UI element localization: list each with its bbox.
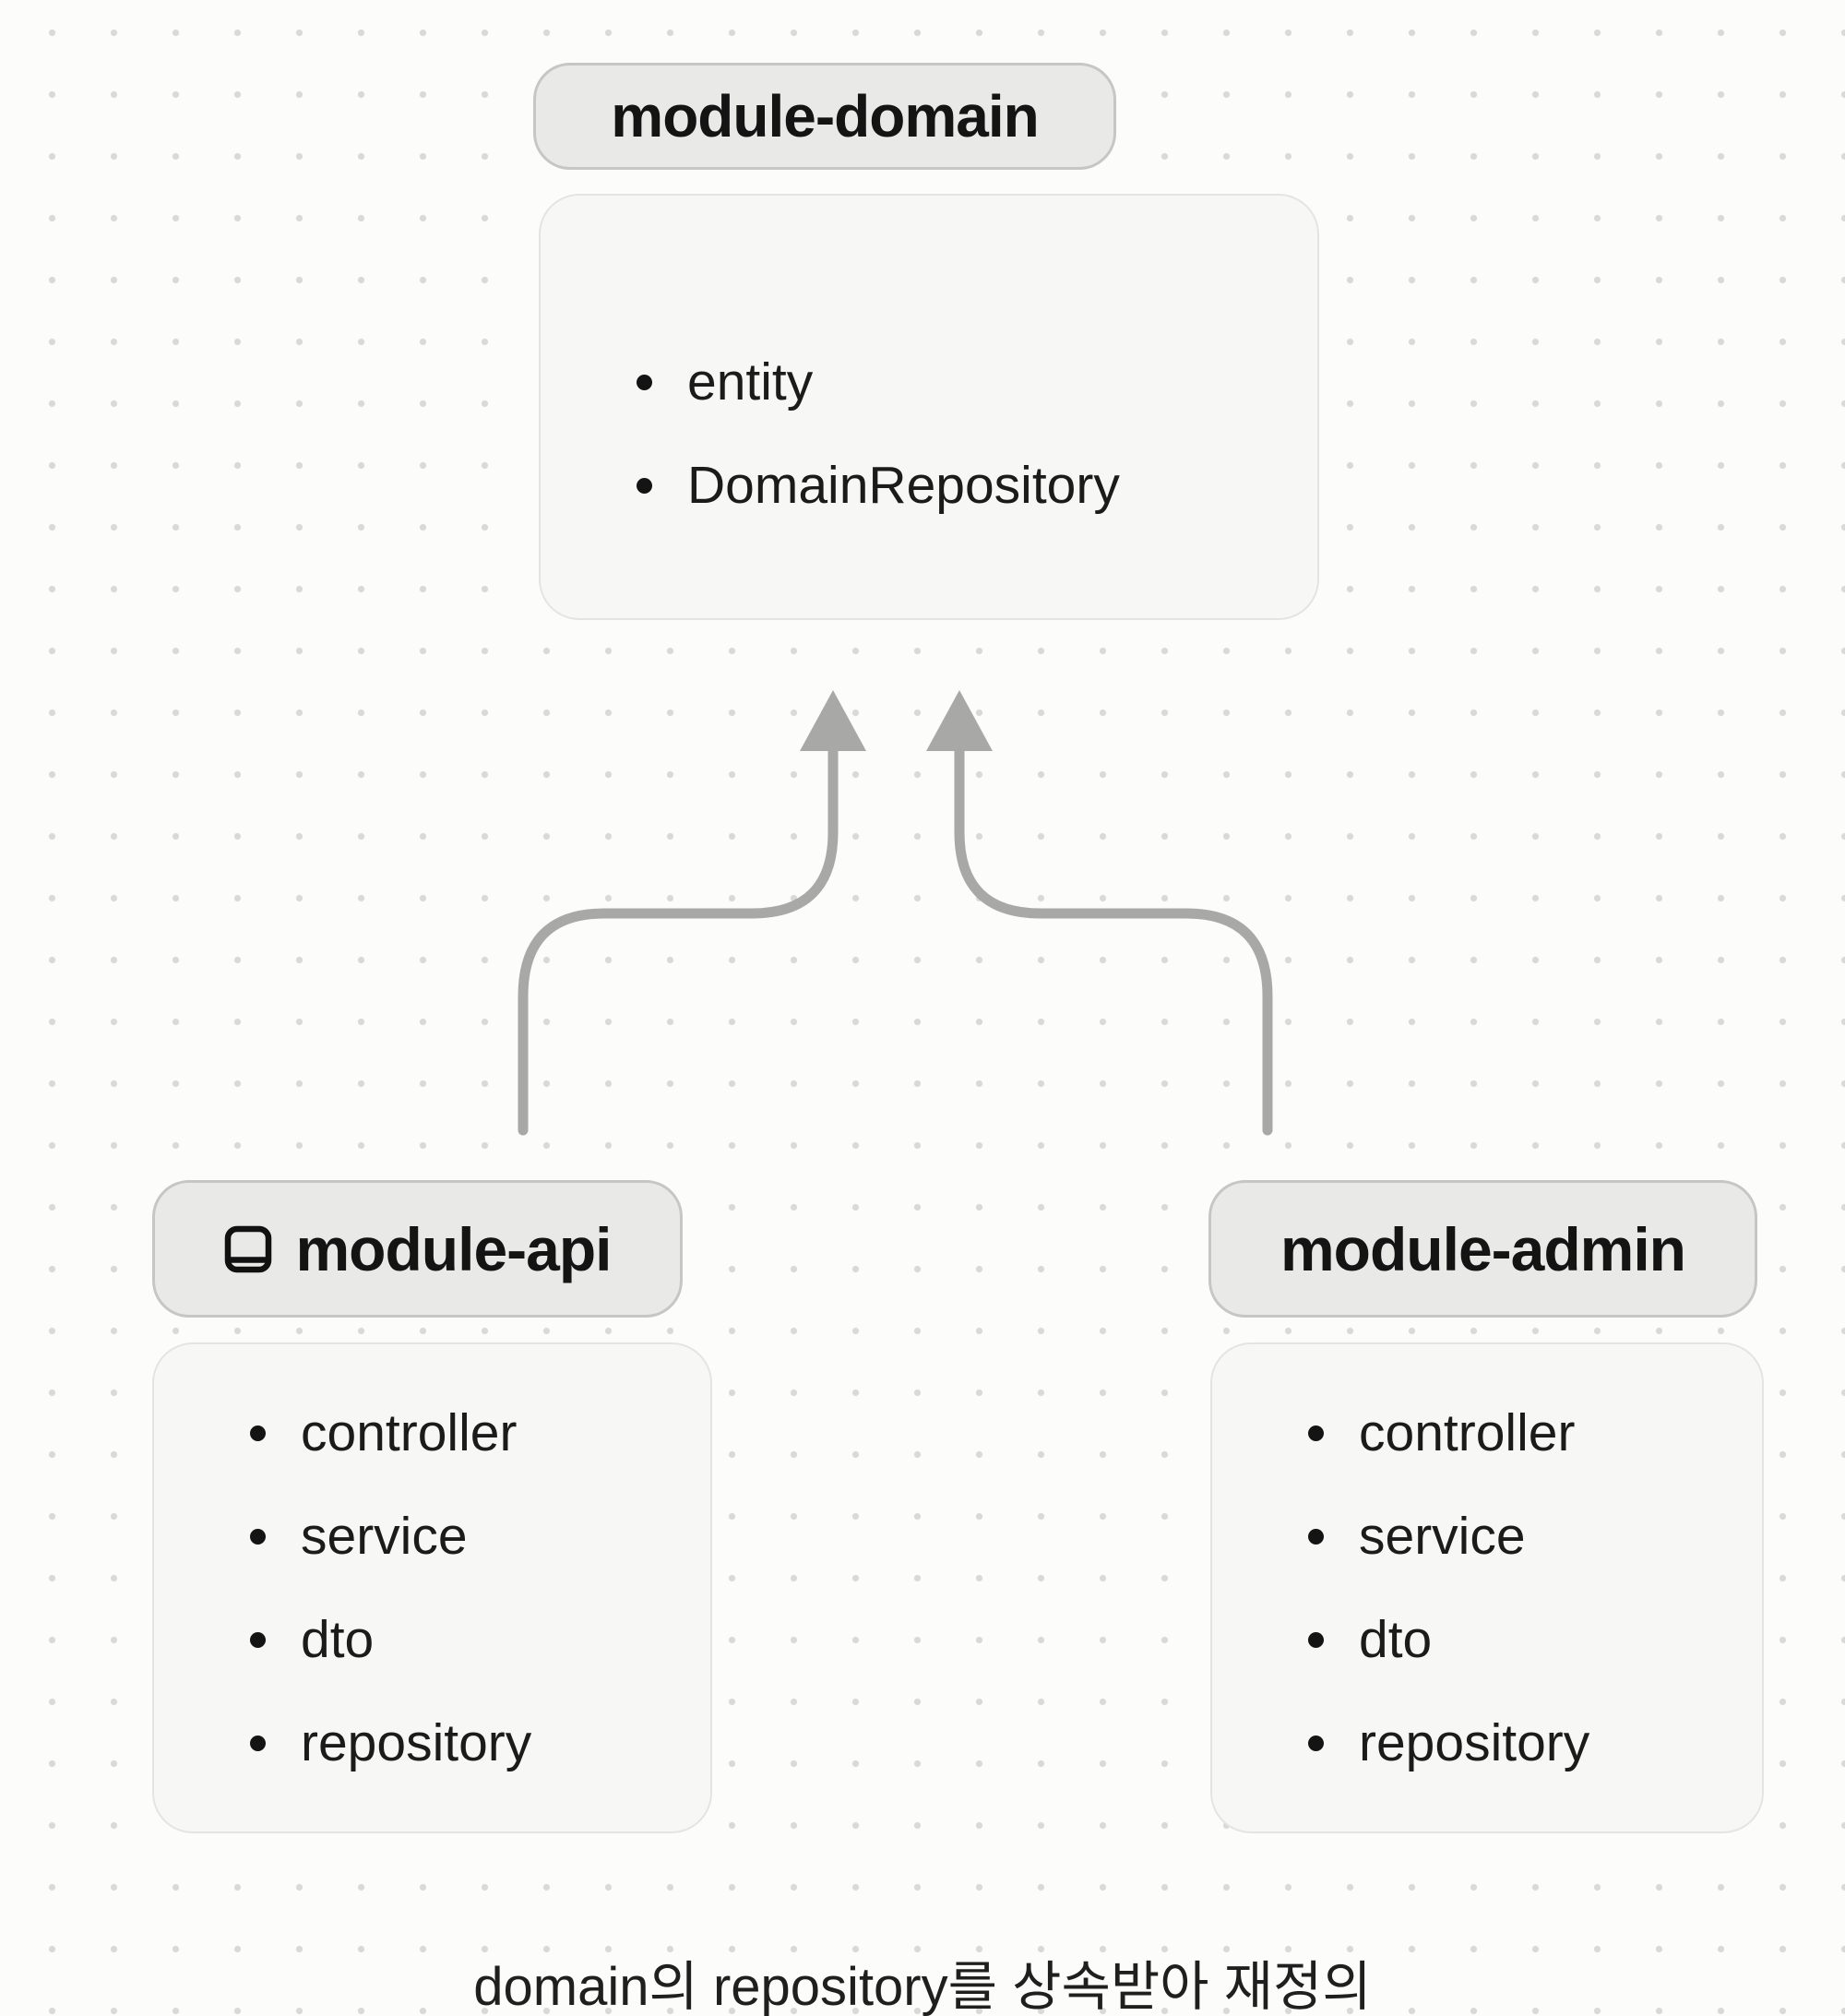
list-item: entity [637,330,1317,434]
node-label-module-domain: module-domain [533,63,1116,170]
module-api-item-list: controller service dto repository [154,1344,710,1795]
list-item: controller [250,1381,710,1485]
arrow-up-icon [800,690,866,751]
diagram-caption: domain의 repository를 상속받아 재정의 [473,1957,1372,2016]
node-module-admin: controller service dto repository [1210,1342,1764,1833]
list-item: service [250,1485,710,1588]
node-module-api: controller service dto repository [152,1342,712,1833]
module-admin-item-list: controller service dto repository [1212,1344,1762,1795]
list-item: dto [1308,1588,1762,1691]
panel-bottom-icon [225,1225,272,1272]
list-item: repository [250,1691,710,1795]
list-item: DomainRepository [637,434,1317,537]
module-domain-label: module-domain [611,83,1039,149]
list-item: service [1308,1485,1762,1588]
node-label-module-admin: module-admin [1208,1180,1757,1318]
node-module-domain: entity DomainRepository [539,194,1319,620]
list-item: controller [1308,1381,1762,1485]
node-label-module-api: module-api [152,1180,683,1318]
arrow-right-curve [954,744,1273,1136]
module-admin-label: module-admin [1280,1214,1686,1283]
list-item: dto [250,1588,710,1691]
list-item: repository [1308,1691,1762,1795]
arrow-left-curve [518,744,839,1136]
module-api-label: module-api [295,1214,612,1283]
arrow-up-icon [926,690,993,751]
module-domain-item-list: entity DomainRepository [541,196,1317,537]
